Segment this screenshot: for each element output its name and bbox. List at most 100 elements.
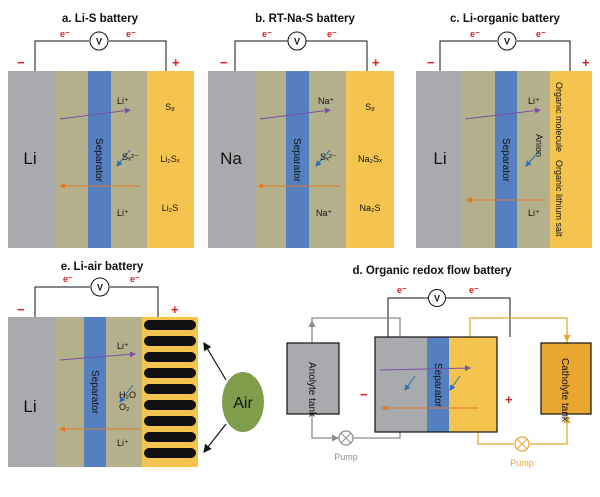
anode-label: Li [23,397,36,416]
anolyte-return-line [352,432,401,439]
catholyte-return-line [530,414,568,445]
porous-carbon-cathode [144,320,196,458]
ion-label: Li⁺ [117,341,129,351]
anode-half-cell [375,337,427,432]
electron-label: e⁻ [470,29,480,39]
electron-label: e⁻ [469,285,479,295]
pump-cross [340,432,352,444]
spacer [462,71,495,248]
cathode-item: Li₂S [162,203,179,213]
plus-sign: + [171,302,179,317]
separator-label: Separator [93,138,104,183]
anode-label: Li [433,149,446,168]
spacer [56,71,88,248]
wire [306,40,368,71]
panel-b: b. RT-Na-S battery V e⁻ e⁻ − + Na Separa… [208,13,394,248]
air-inlet-arrow [203,341,227,381]
species-arrow [404,375,416,391]
voltmeter-label: V [294,37,300,47]
electron-label: e⁻ [262,29,272,39]
catholyte-tank-label: Catholyte tank [559,358,570,423]
panel-c: c. Li-organic battery V e⁻ e⁻ − + Li Sep… [416,13,592,248]
species-arrow [525,149,541,167]
spacer [309,71,346,248]
pump-cross [516,438,528,450]
wire [439,40,497,71]
ion-label: Na⁺ [318,96,335,106]
cathode-item: Na₂Sₓ [358,154,382,164]
wire [34,286,90,317]
electron-label: e⁻ [397,285,407,295]
ion-arrow [59,107,131,120]
wire [34,40,89,71]
spacer [106,317,142,467]
ion-arrow [464,107,541,120]
cathode-item: Organic lithium salt [554,160,564,237]
anode [8,71,56,248]
species-arrow [116,149,131,167]
anolyte-tank-label: Anolyte tank [306,362,317,418]
panel-b-title: b. RT-Na-S battery [255,13,355,25]
species-arrow [315,149,331,167]
voltmeter-icon [287,31,307,51]
voltmeter-label: V [97,283,103,293]
cathode-item: Li₂Sₓ [160,154,180,164]
wire [517,40,571,71]
anode-label: Li [23,149,36,168]
catholyte-feed-line [469,317,568,343]
separator [88,71,111,248]
anode-label: Na [220,149,242,168]
cathode-half-cell [449,337,497,432]
cathode [147,71,194,248]
separator-label: Separator [432,363,443,408]
catholyte-return-line [477,432,514,445]
species-arrow [119,384,134,403]
ion-label: Li⁺ [117,438,129,448]
voltmeter-label: V [96,37,102,47]
cathode-item: Organic molecule [554,82,564,152]
separator [495,71,517,248]
panel-a-title: a. Li-S battery [62,13,139,25]
minus-sign: − [17,302,25,317]
ion-label: Na⁺ [316,208,333,218]
minus-sign: − [427,55,435,70]
species-label: Anion [534,134,544,157]
electron-label: e⁻ [60,29,70,39]
ion-label: Li⁺ [528,208,540,218]
air-blob [222,372,264,432]
separator-label: Separator [500,138,511,183]
anolyte-tank [286,342,340,415]
panel-c-title: c. Li-organic battery [450,13,561,25]
panel-d-title: d. Organic redox flow battery [352,265,512,277]
separator-label: Separator [89,370,100,415]
anode [416,71,462,248]
spacer [56,317,84,467]
anode [8,317,56,467]
electron-label: e⁻ [63,274,73,284]
voltmeter-icon [90,277,110,297]
voltmeter-label: V [504,37,510,47]
wire [234,40,288,71]
wire [446,297,511,337]
anolyte-return-line [311,414,340,439]
species-label: H₂O [119,390,136,400]
wire [110,286,159,317]
air-inlet-arrow [203,423,227,453]
spacer [256,71,286,248]
species-label: Sₓ²⁻ [122,152,139,162]
ion-arrow [259,107,331,120]
voltmeter-icon [428,289,446,307]
panel-e: e. Li-air battery V e⁻ e⁻ − + Li Separat… [8,261,264,467]
ion-arrow [379,365,471,372]
ion-label: Li⁺ [528,96,540,106]
ion-arrow [59,351,136,361]
electron-label: e⁻ [130,274,140,284]
panel-a: a. Li-S battery V e⁻ e⁻ − + Li Separator… [8,13,194,248]
anolyte-pump-label: Pump [334,452,358,462]
voltmeter-label: V [434,294,440,304]
electron-label: e⁻ [536,29,546,39]
catholyte-tank [540,342,592,415]
species-arrow [449,375,461,391]
cathode [346,71,394,248]
